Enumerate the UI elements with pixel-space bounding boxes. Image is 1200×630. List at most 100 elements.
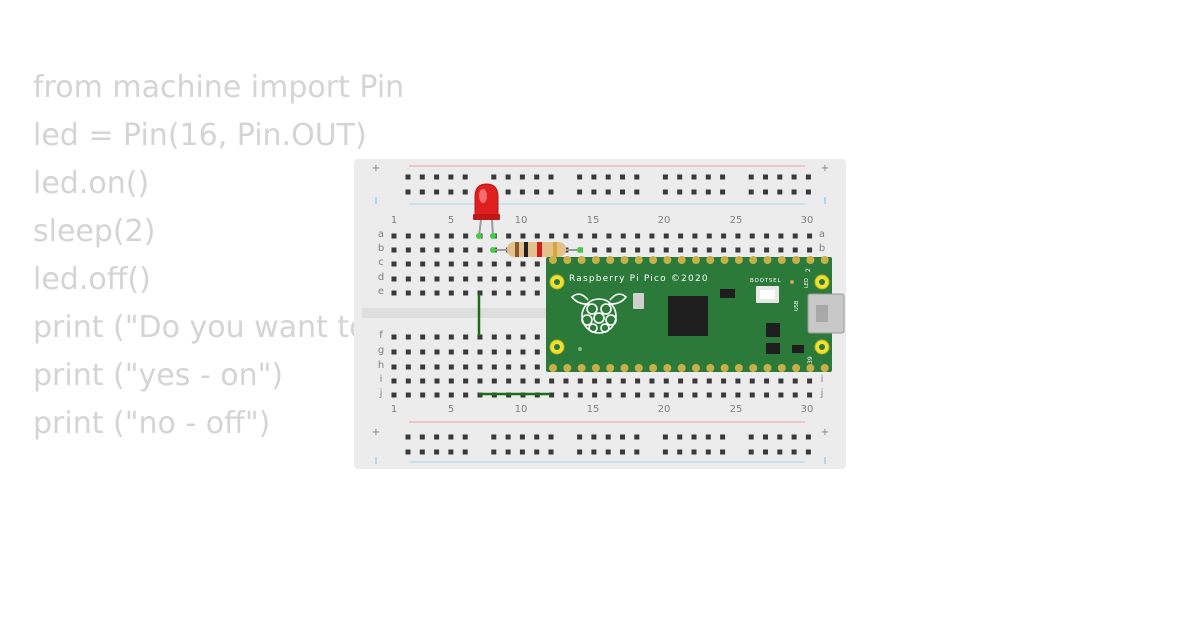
breadboard-hole[interactable] xyxy=(448,233,454,239)
breadboard-hole[interactable] xyxy=(405,349,411,355)
breadboard-hole[interactable] xyxy=(534,378,540,384)
pico-pin[interactable] xyxy=(549,364,557,372)
breadboard-hole[interactable] xyxy=(420,349,426,355)
breadboard-hole[interactable] xyxy=(763,174,768,180)
breadboard-hole[interactable] xyxy=(677,189,683,195)
breadboard-hole[interactable] xyxy=(706,247,712,253)
breadboard-hole[interactable] xyxy=(405,290,411,296)
breadboard-hole[interactable] xyxy=(548,189,554,195)
breadboard-hole[interactable] xyxy=(491,290,497,296)
breadboard-hole[interactable] xyxy=(805,434,811,440)
breadboard-hole[interactable] xyxy=(563,378,569,384)
breadboard-hole[interactable] xyxy=(420,247,426,253)
breadboard-hole[interactable] xyxy=(420,233,426,239)
pico-pin[interactable] xyxy=(634,256,643,264)
breadboard-hole[interactable] xyxy=(491,378,497,384)
breadboard-hole[interactable] xyxy=(420,392,426,398)
breadboard-hole[interactable] xyxy=(462,449,468,455)
breadboard-hole[interactable] xyxy=(491,334,497,340)
breadboard-hole[interactable] xyxy=(520,349,526,355)
breadboard-hole[interactable] xyxy=(721,392,727,398)
breadboard-hole[interactable] xyxy=(405,276,411,282)
breadboard-hole[interactable] xyxy=(649,392,655,398)
breadboard-hole[interactable] xyxy=(721,233,727,239)
breadboard-hole[interactable] xyxy=(463,334,469,340)
breadboard-hole[interactable] xyxy=(691,174,697,180)
breadboard-hole[interactable] xyxy=(649,378,655,384)
pico-pin[interactable] xyxy=(763,256,772,264)
breadboard-hole[interactable] xyxy=(419,449,425,455)
pico-pin[interactable] xyxy=(820,256,829,264)
led-dome[interactable] xyxy=(474,183,499,219)
breadboard-hole[interactable] xyxy=(635,378,641,384)
breadboard-hole[interactable] xyxy=(778,247,784,253)
breadboard-hole[interactable] xyxy=(477,247,483,253)
breadboard-hole[interactable] xyxy=(735,392,741,398)
breadboard-hole[interactable] xyxy=(620,434,625,440)
pico-pin[interactable] xyxy=(620,256,629,264)
breadboard-hole[interactable] xyxy=(405,364,411,370)
breadboard-hole[interactable] xyxy=(620,247,626,253)
pico-pin[interactable] xyxy=(706,256,715,264)
breadboard-hole[interactable] xyxy=(548,174,554,180)
pico-pin[interactable] xyxy=(820,364,829,372)
breadboard-hole[interactable] xyxy=(635,392,641,398)
pico-pin[interactable] xyxy=(792,364,801,372)
breadboard-hole[interactable] xyxy=(663,247,669,253)
breadboard-hole[interactable] xyxy=(720,449,726,455)
breadboard-hole[interactable] xyxy=(491,261,497,267)
breadboard-hole[interactable] xyxy=(620,189,625,195)
breadboard-hole[interactable] xyxy=(434,392,440,398)
breadboard-hole[interactable] xyxy=(405,434,411,440)
breadboard-hole[interactable] xyxy=(778,392,784,398)
breadboard-hole[interactable] xyxy=(606,392,612,398)
pico-pin[interactable] xyxy=(649,256,658,264)
breadboard-hole[interactable] xyxy=(420,364,426,370)
breadboard-hole[interactable] xyxy=(764,233,770,239)
pico-pin[interactable] xyxy=(634,364,643,372)
breadboard-hole[interactable] xyxy=(534,434,540,440)
breadboard-hole[interactable] xyxy=(477,364,483,370)
breadboard-hole[interactable] xyxy=(807,378,813,384)
pico-pin[interactable] xyxy=(591,364,600,372)
breadboard-hole[interactable] xyxy=(506,261,512,267)
breadboard-hole[interactable] xyxy=(391,334,397,340)
breadboard-hole[interactable] xyxy=(635,247,641,253)
breadboard-hole[interactable] xyxy=(634,449,640,455)
breadboard-hole[interactable] xyxy=(534,364,540,370)
breadboard-hole[interactable] xyxy=(505,434,511,440)
breadboard-hole[interactable] xyxy=(791,449,797,455)
breadboard-hole[interactable] xyxy=(548,434,554,440)
breadboard-hole[interactable] xyxy=(706,392,712,398)
breadboard-hole[interactable] xyxy=(420,276,426,282)
breadboard-hole[interactable] xyxy=(549,233,555,239)
breadboard-hole[interactable] xyxy=(434,189,440,195)
breadboard-hole[interactable] xyxy=(506,378,512,384)
pico-pin[interactable] xyxy=(792,256,801,264)
breadboard-hole[interactable] xyxy=(592,378,598,384)
breadboard-hole[interactable] xyxy=(491,364,497,370)
breadboard-hole[interactable] xyxy=(763,434,768,440)
breadboard-hole[interactable] xyxy=(720,434,726,440)
breadboard-hole[interactable] xyxy=(777,434,783,440)
breadboard-hole[interactable] xyxy=(505,174,511,180)
breadboard-hole[interactable] xyxy=(692,233,698,239)
breadboard-hole[interactable] xyxy=(391,261,397,267)
pico-pin[interactable] xyxy=(577,256,586,264)
breadboard-hole[interactable] xyxy=(691,189,697,195)
breadboard-hole[interactable] xyxy=(506,233,512,239)
breadboard-hole[interactable] xyxy=(448,378,454,384)
breadboard-hole[interactable] xyxy=(805,189,811,195)
breadboard-hole[interactable] xyxy=(577,189,583,195)
breadboard-hole[interactable] xyxy=(391,247,397,253)
breadboard-hole[interactable] xyxy=(477,290,483,296)
breadboard-hole[interactable] xyxy=(549,392,555,398)
breadboard-hole[interactable] xyxy=(520,290,526,296)
breadboard-hole[interactable] xyxy=(463,364,469,370)
breadboard-hole[interactable] xyxy=(577,449,583,455)
breadboard-hole[interactable] xyxy=(434,290,440,296)
breadboard-hole[interactable] xyxy=(662,189,668,195)
breadboard-hole[interactable] xyxy=(506,349,512,355)
breadboard-hole[interactable] xyxy=(448,276,454,282)
